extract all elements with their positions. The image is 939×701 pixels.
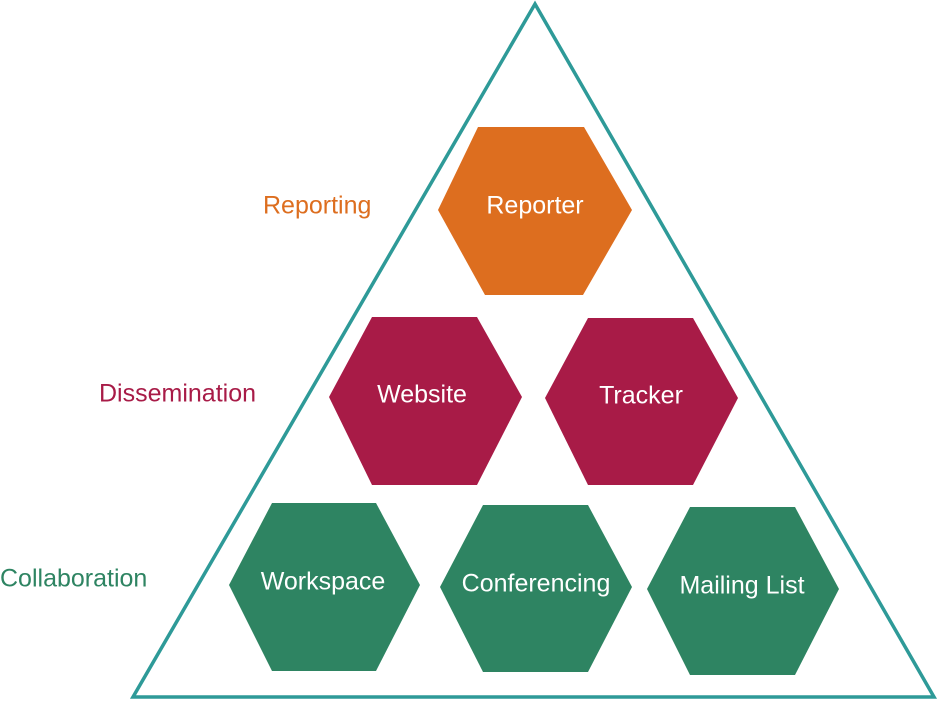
hex-mailing-list: Mailing List [647, 507, 839, 675]
svg-text:Workspace: Workspace [261, 568, 386, 596]
hex-website: Website [329, 317, 522, 485]
hex-reporter: Reporter [438, 127, 632, 295]
hex-workspace: Workspace [229, 503, 420, 671]
svg-text:Tracker: Tracker [599, 382, 683, 410]
tier-label-dissemination: Dissemination [99, 380, 256, 408]
svg-text:Mailing List: Mailing List [679, 572, 804, 600]
svg-text:Website: Website [377, 381, 467, 409]
svg-text:Reporter: Reporter [486, 192, 583, 220]
tier-label-reporting: Reporting [263, 192, 371, 220]
svg-text:Conferencing: Conferencing [462, 570, 611, 598]
tier-label-collaboration: Collaboration [0, 565, 147, 593]
hex-conferencing: Conferencing [440, 505, 632, 672]
pyramid-triangle [129, 0, 938, 699]
hex-tracker: Tracker [545, 318, 738, 485]
